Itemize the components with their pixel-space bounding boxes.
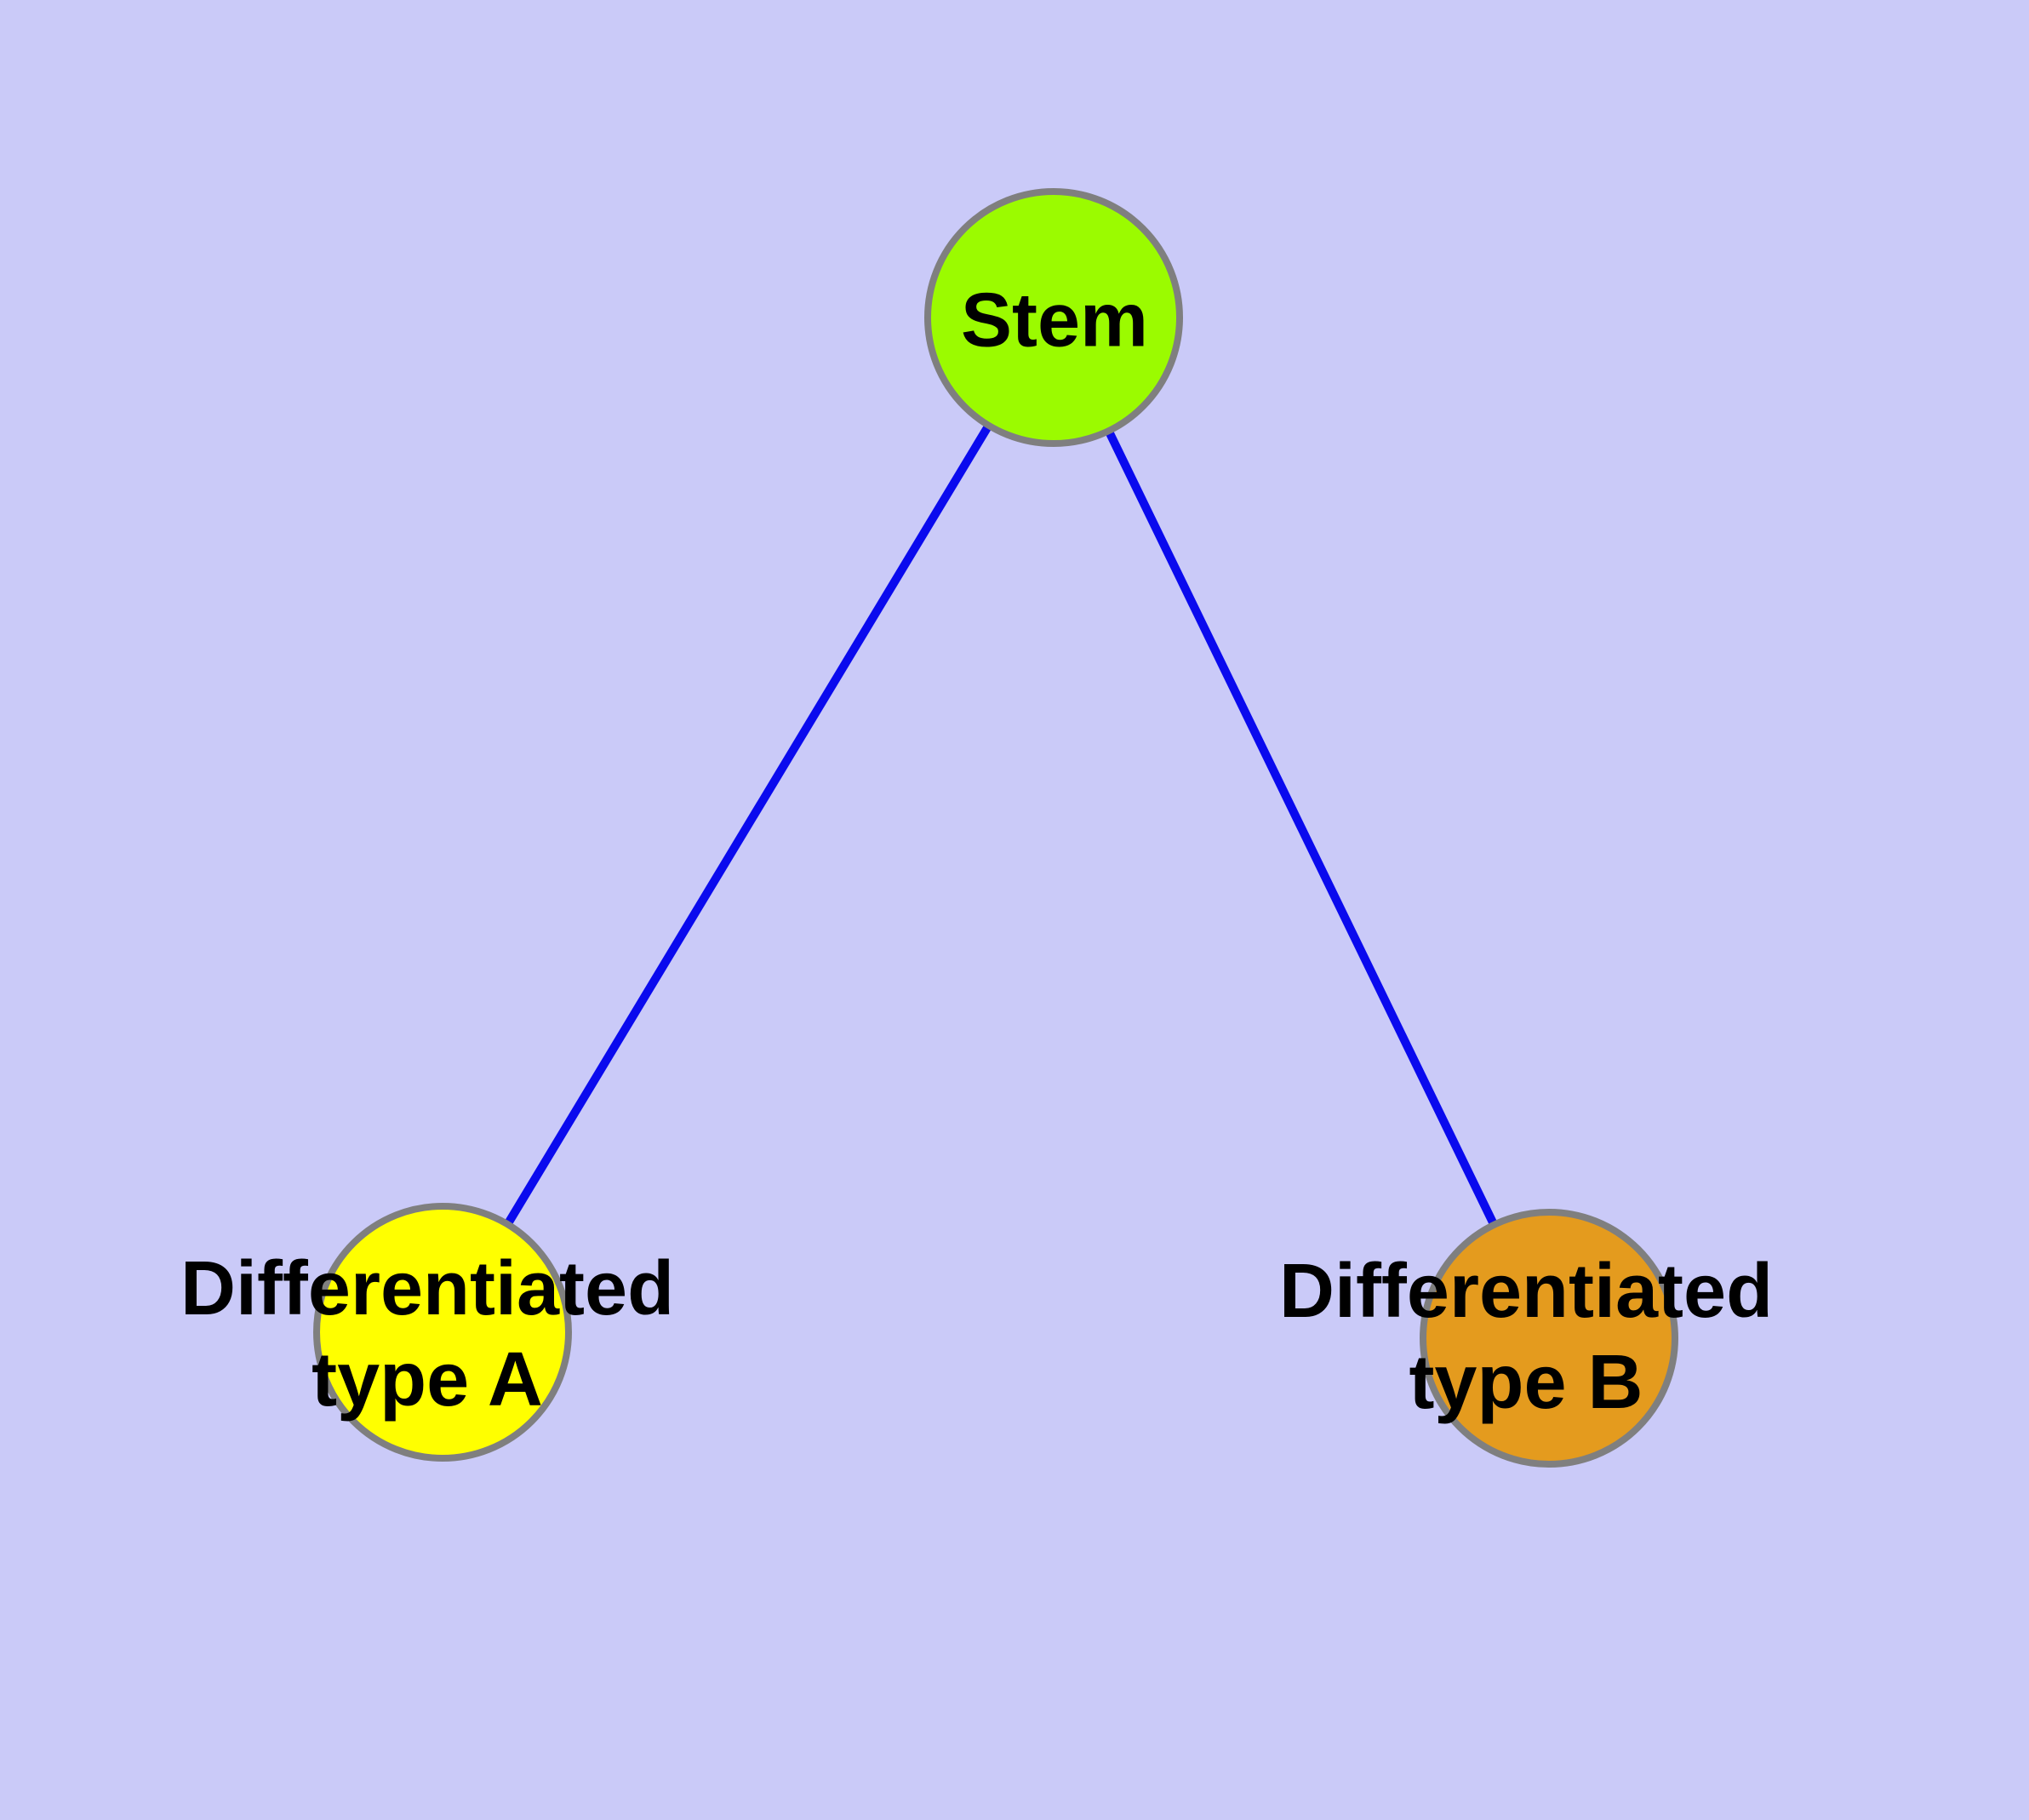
edge-stem-to-type-a-line xyxy=(438,315,1058,1335)
node-differentiated-type-b-circle xyxy=(1420,1209,1678,1468)
node-stem-circle xyxy=(924,188,1183,447)
node-differentiated-type-a-circle xyxy=(313,1203,572,1462)
edge-stem-to-type-b-line xyxy=(1049,315,1553,1341)
